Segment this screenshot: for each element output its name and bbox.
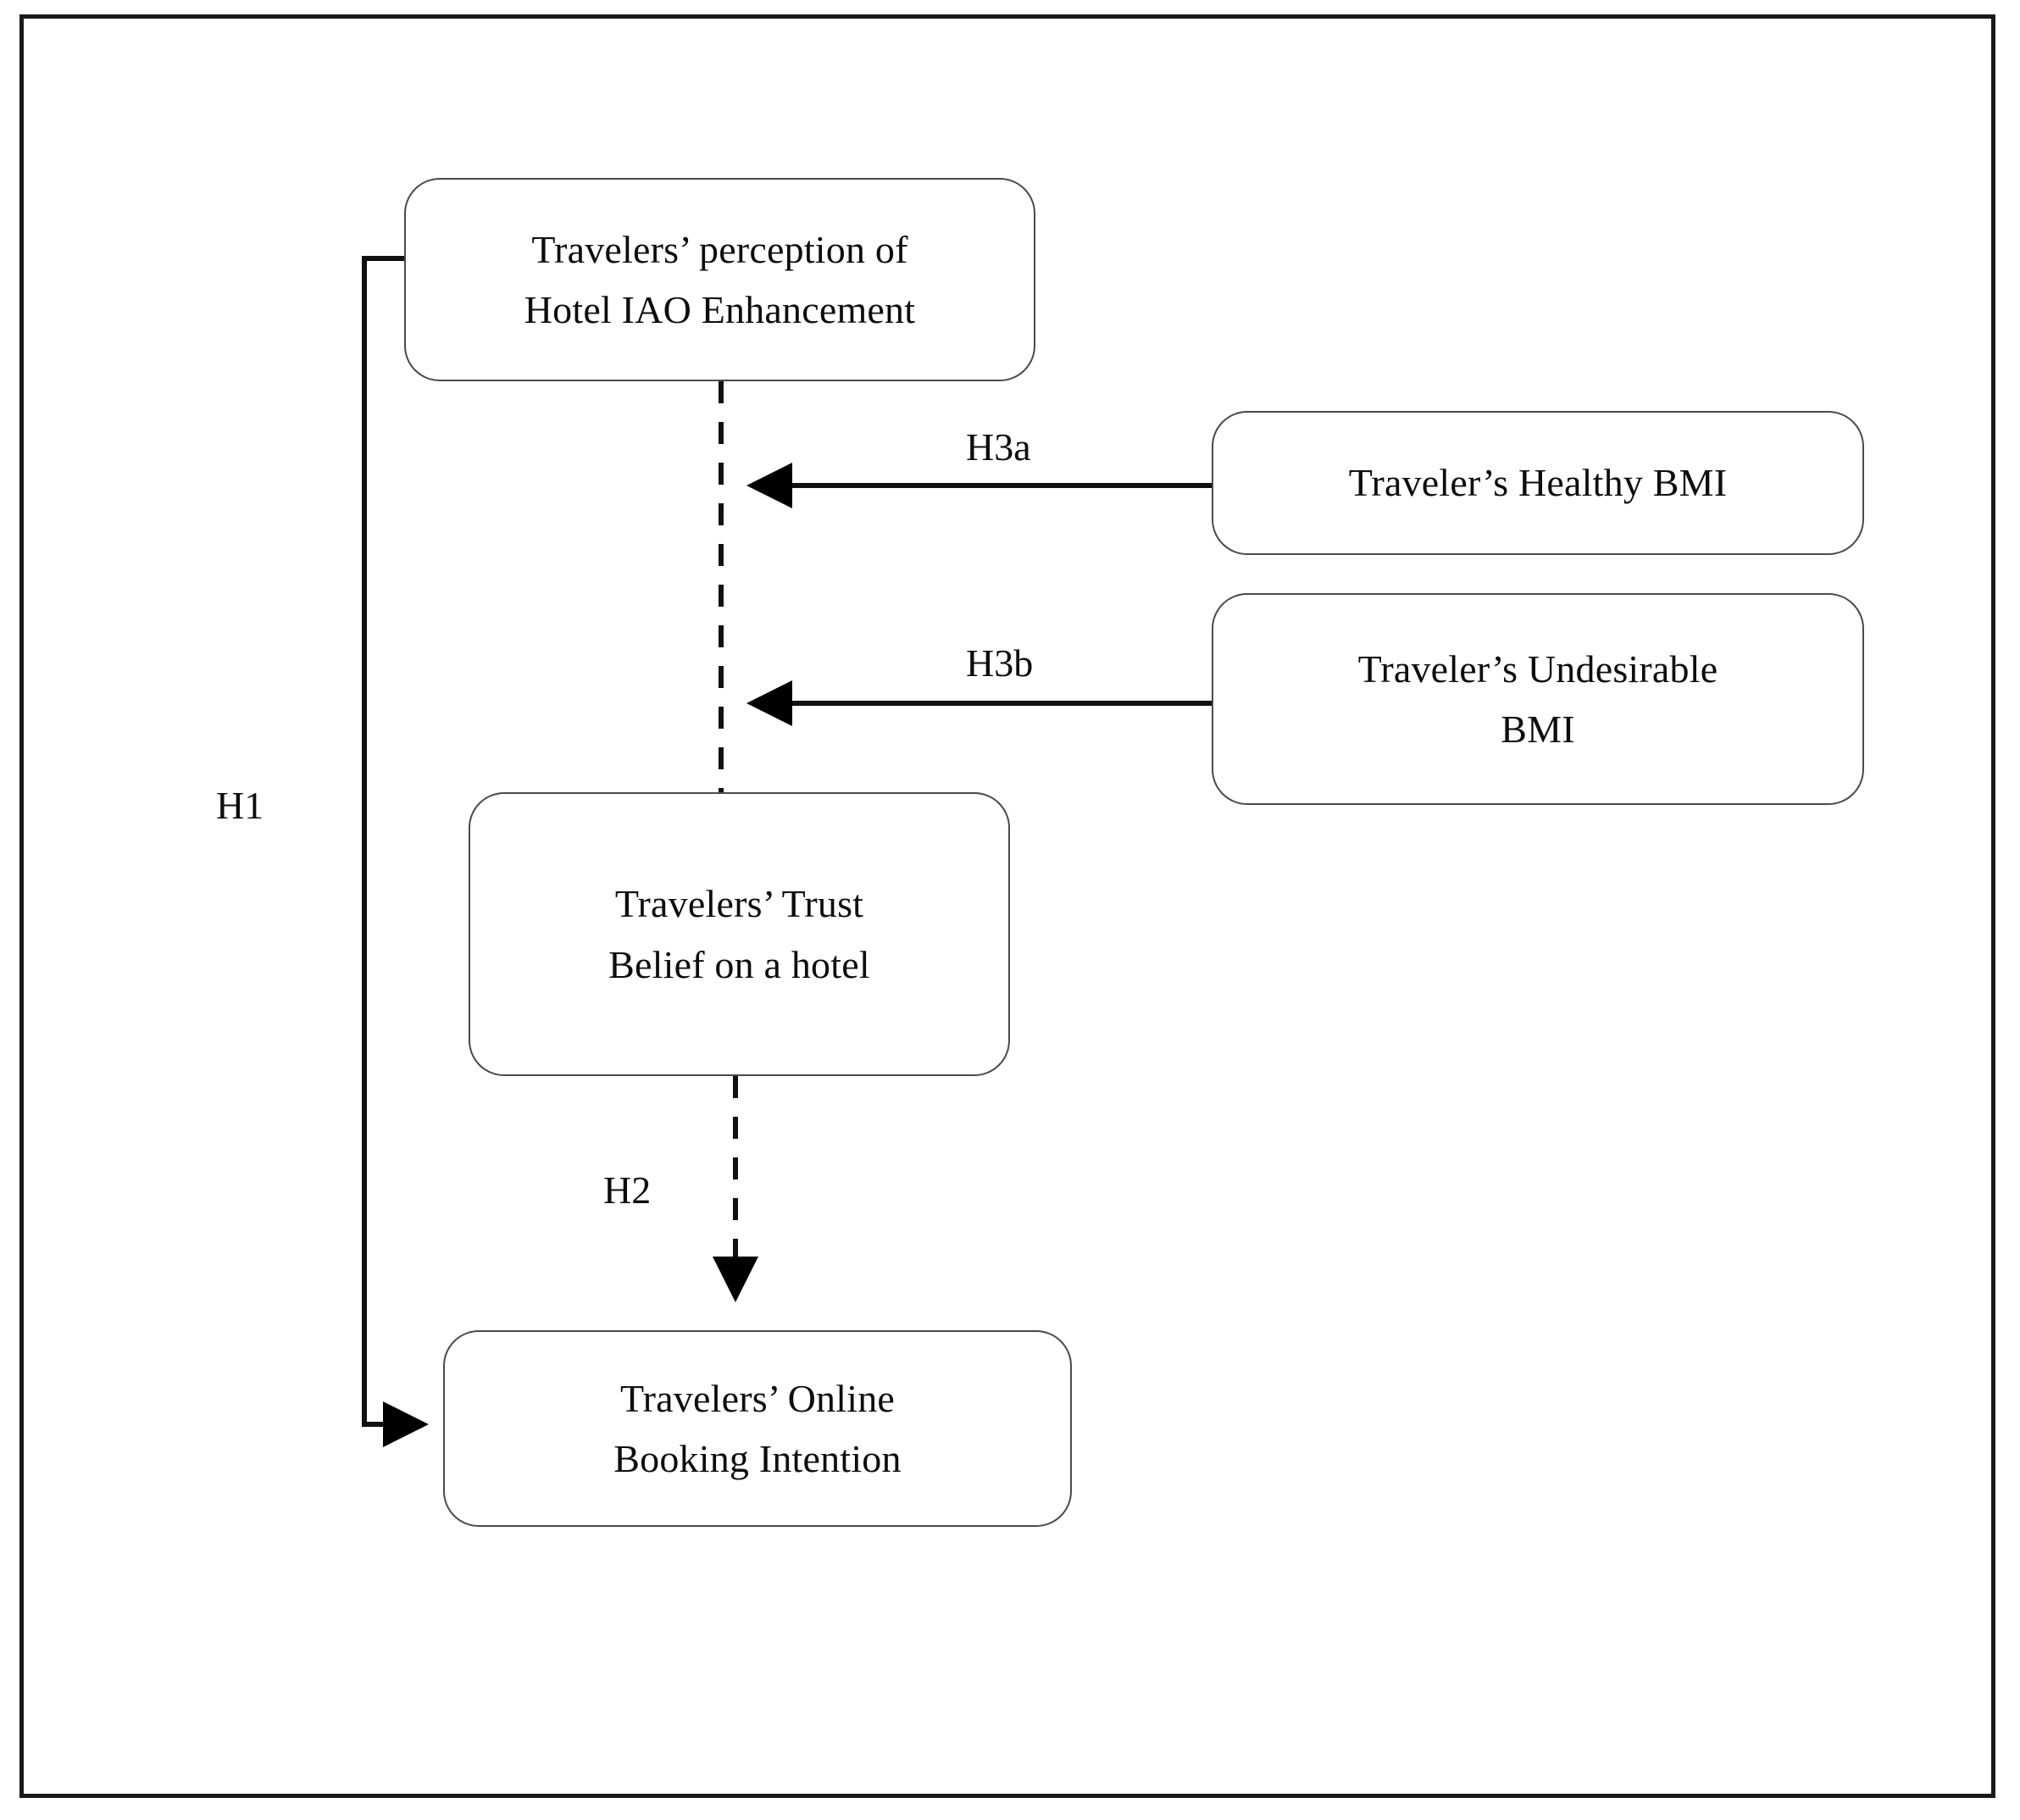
node-label-line-2: Hotel IAO Enhancement <box>524 288 916 331</box>
node-travelers-trust-belief-on-a-hotel[interactable]: Travelers’ Trust Belief on a hotel <box>469 792 1010 1076</box>
node-label-line-2: Booking Intention <box>613 1437 902 1480</box>
node-label-line-1: Traveler’s Healthy BMI <box>1348 461 1728 505</box>
hypothesis-label-h2: H2 <box>603 1168 652 1212</box>
node-label-line-2: Belief on a hotel <box>608 942 870 986</box>
node-label-line-1: Travelers’ Online <box>619 1376 896 1420</box>
node-label-line-1: Travelers’ Trust <box>614 882 864 926</box>
node-label-line-2: BMI <box>1501 707 1575 751</box>
hypothesis-label-h1: H1 <box>216 784 264 827</box>
node-travelers-undesirable-bmi[interactable]: Traveler’s Undesirable BMI <box>1212 593 1864 805</box>
node-travelers-healthy-bmi[interactable]: Traveler’s Healthy BMI <box>1212 411 1864 555</box>
node-label-line-1: Traveler’s Undesirable <box>1357 646 1718 691</box>
hypothesis-label-h3a: H3a <box>966 425 1031 469</box>
node-travelers-perception-hotel-iao-enhancement[interactable]: Travelers’ perception of Hotel IAO Enhan… <box>404 178 1035 381</box>
hypothesis-label-h3b: H3b <box>966 641 1034 685</box>
node-label-line-1: Travelers’ perception of <box>531 227 908 271</box>
node-travelers-online-booking-intention[interactable]: Travelers’ Online Booking Intention <box>443 1330 1072 1527</box>
